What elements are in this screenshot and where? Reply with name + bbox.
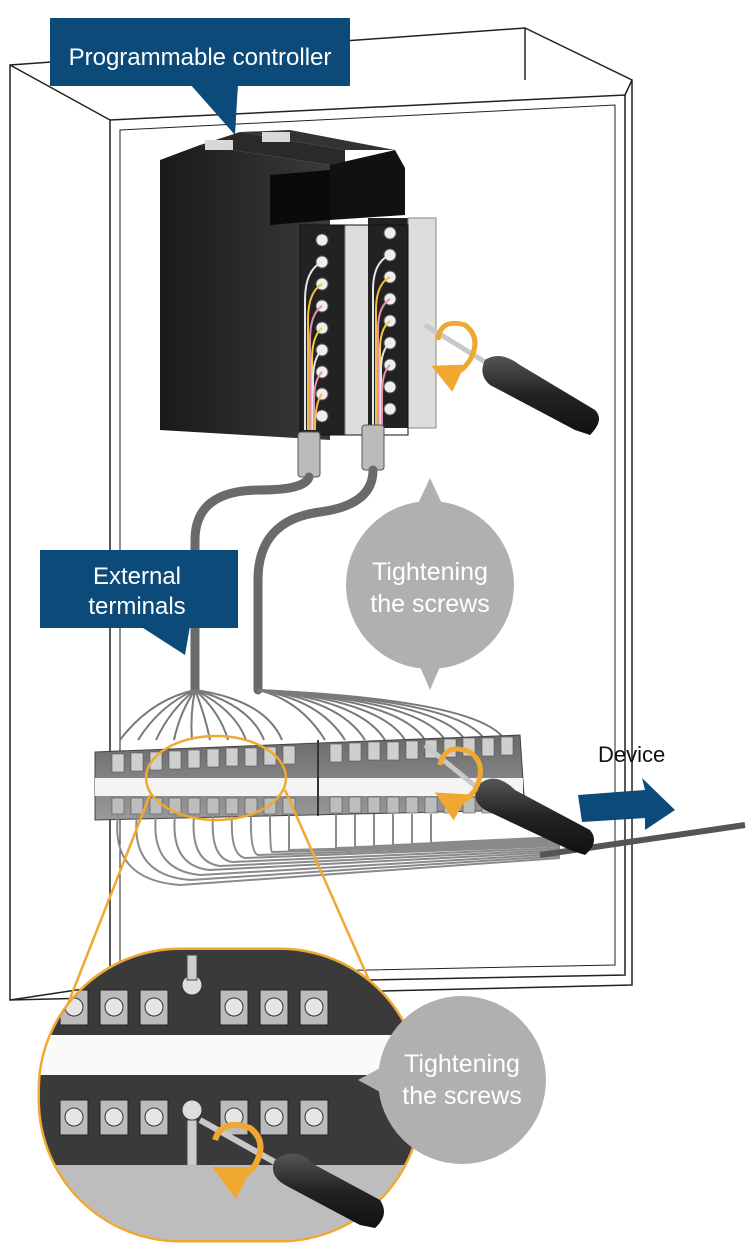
rotate-arrow-icon	[431, 320, 478, 392]
programmable-controller	[160, 130, 437, 440]
screwdriver-icon	[198, 1117, 384, 1228]
tightening-top-line1: Tightening	[372, 558, 488, 586]
main-cables	[190, 465, 378, 695]
programmable-controller-callout: Programmable controller	[50, 18, 350, 135]
external-terminals-callout: External terminals	[40, 550, 238, 655]
plc-terminal-wires-left	[304, 233, 329, 431]
device-arrow	[578, 778, 675, 830]
cable-connectors	[297, 424, 385, 478]
tightening-bubble-top: Tightening the screws	[346, 478, 514, 690]
tightening-top-line2: the screws	[370, 590, 489, 618]
tightening-bubble-bottom: Tightening the screws	[358, 996, 546, 1164]
fanout-wires	[119, 689, 506, 741]
tightening-bottom-line1: Tightening	[404, 1050, 520, 1078]
terminal-screw-icon	[64, 997, 324, 1127]
external-terminals-label-line1: External	[93, 563, 181, 590]
screwdriver-icon	[423, 743, 594, 855]
device-label: Device	[598, 742, 665, 767]
enclosure	[9, 27, 633, 1001]
tightening-bottom-line2: the screws	[402, 1082, 521, 1110]
rotate-arrow-icon	[211, 1122, 264, 1200]
external-terminals-label-line2: terminals	[88, 593, 185, 620]
device-wires	[116, 814, 561, 887]
plc-terminal-wires-right	[372, 226, 397, 425]
rotate-arrow-icon	[434, 746, 483, 821]
screwdriver-icon	[423, 322, 599, 435]
programmable-controller-label: Programmable controller	[69, 44, 332, 71]
external-terminal-block	[94, 734, 526, 821]
